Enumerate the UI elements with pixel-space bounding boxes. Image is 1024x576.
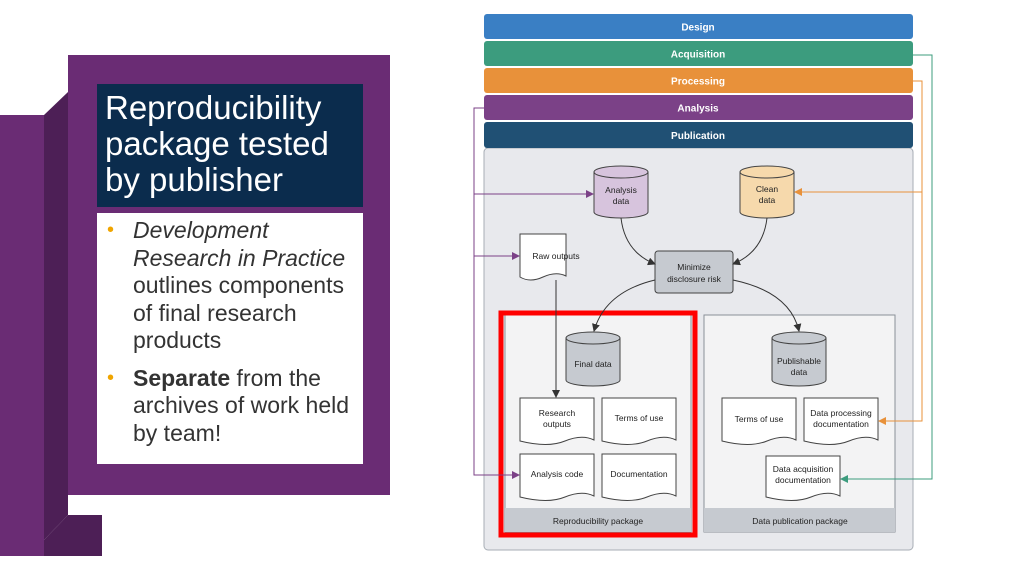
stage-acquisition-bar	[484, 41, 913, 66]
publishable-data-label: data	[791, 367, 808, 377]
data-processing-label: documentation	[813, 419, 869, 429]
stage-publication-bar	[484, 122, 913, 148]
publishable-data-label: Publishable	[777, 356, 821, 366]
slide-title: Reproducibility package tested by publis…	[97, 84, 363, 207]
stage-analysis-label: Analysis	[677, 104, 719, 115]
raw-outputs-node: Raw outputs	[519, 233, 580, 281]
stage-processing-label: Processing	[671, 77, 725, 88]
terms-of-use-label: Terms of use	[735, 414, 784, 424]
title-line: package tested	[105, 125, 329, 162]
acquisition-to-doc-connector	[840, 54, 933, 483]
bullet-item: • Development Research in Practice outli…	[107, 217, 355, 355]
bullet-text: outlines components of final research pr…	[133, 272, 344, 353]
analysis-data-label: Analysis	[605, 185, 637, 195]
stage-bars: Design Acquisition Processing Analysis P…	[484, 14, 913, 148]
clean-data-label: Clean	[756, 184, 778, 194]
analysis-data-label: data	[613, 196, 630, 206]
analysis-code-label: Analysis code	[531, 469, 584, 479]
minimize-label: Minimize	[677, 262, 711, 272]
book-title: Development Research in Practice	[133, 217, 346, 271]
data-acquisition-label: Data acquisition	[773, 464, 834, 474]
stage-analysis-bar	[484, 95, 913, 120]
publication-package-footer	[704, 508, 895, 532]
final-data-node: Final data	[565, 331, 621, 387]
data-processing-label: Data processing	[810, 408, 872, 418]
title-line: Reproducibility	[105, 89, 322, 126]
minimize-disclosure-node: Minimize disclosure risk	[654, 250, 734, 294]
bullet-item: • Separate from the archives of work hel…	[107, 365, 355, 448]
documentation-node: Documentation	[601, 453, 677, 501]
data-processing-doc-node: Data processing documentation	[803, 397, 879, 445]
research-outputs-node: Research outputs	[519, 397, 595, 445]
analysis-to-code-connector	[473, 107, 520, 479]
analysis-code-node: Analysis code	[519, 453, 595, 501]
bullet-list: • Development Research in Practice outli…	[97, 213, 363, 464]
purple-bevel-bottom	[44, 515, 102, 556]
minimize-label: disclosure risk	[667, 274, 722, 284]
stage-design-label: Design	[681, 23, 714, 34]
terms-of-use-left-node: Terms of use	[601, 397, 677, 445]
stage-connectors	[473, 54, 933, 483]
stage-acquisition-label: Acquisition	[671, 50, 725, 61]
bullet-text: from the archives of work held by team!	[133, 364, 350, 446]
arrow-minimize-to-final	[592, 279, 656, 332]
stage-processing-bar	[484, 68, 913, 93]
bullet-emphasis: Separate	[133, 364, 231, 391]
data-acquisition-doc-node: Data acquisition documentation	[765, 455, 841, 501]
left-purple-block	[0, 115, 44, 556]
highlight-box	[498, 310, 698, 538]
documentation-label: Documentation	[610, 469, 667, 479]
publishable-data-node: Publishable data	[771, 331, 827, 387]
analysis-data-node: Analysis data	[593, 165, 649, 219]
reproducibility-package-label: Reproducibility package	[553, 516, 644, 526]
arrow-minimize-to-publishable	[732, 279, 802, 332]
terms-of-use-label: Terms of use	[615, 413, 664, 423]
bullet-dot-icon: •	[107, 219, 115, 241]
clean-data-node: Clean data	[739, 165, 795, 219]
clean-data-label: data	[759, 195, 776, 205]
publication-package-label: Data publication package	[752, 516, 848, 526]
research-outputs-label: outputs	[543, 419, 571, 429]
terms-of-use-right-node: Terms of use	[721, 397, 797, 445]
raw-outputs-label: Raw outputs	[532, 251, 579, 261]
arrow-clean-to-minimize	[732, 217, 768, 266]
data-acquisition-label: documentation	[775, 475, 831, 485]
purple-bevel	[44, 92, 68, 540]
arrow-analysis-to-minimize	[620, 217, 656, 266]
internal-arrows	[552, 217, 802, 398]
reproducibility-package-footer	[505, 508, 691, 532]
stage-design-bar	[484, 14, 913, 39]
title-line: by publisher	[105, 161, 283, 198]
stage-publication-label: Publication	[671, 131, 725, 142]
processing-to-doc-connector	[878, 80, 923, 425]
final-data-label: Final data	[574, 359, 612, 369]
research-outputs-label: Research	[539, 408, 576, 418]
bullet-dot-icon: •	[107, 366, 115, 389]
